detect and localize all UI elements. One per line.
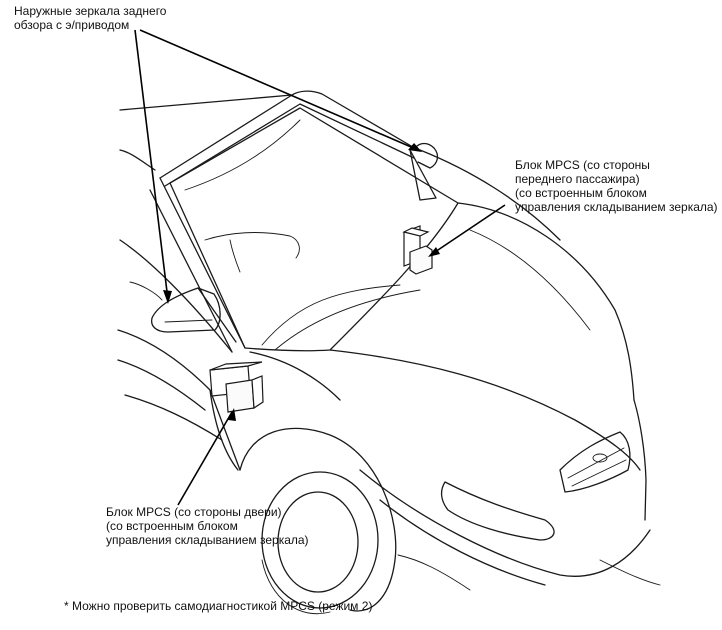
mirrors-label-line-2: обзора с э/приводом — [14, 18, 130, 32]
door-unit-label-line-3: управления складыванием зеркала) — [106, 533, 309, 547]
car-front — [359, 399, 661, 586]
car-hood — [249, 149, 641, 471]
door-mpcs-unit — [209, 361, 264, 413]
mirrors-label: Наружные зеркала заднего обзора с э/прив… — [14, 4, 166, 32]
passenger-unit-label-line-4: управления складыванием зеркала) — [515, 200, 718, 214]
passenger-unit-label-line-2: переднего пассажира) — [515, 172, 640, 186]
passenger-mpcs-unit — [402, 225, 433, 275]
door-unit-label-line-1: Блок MPCS (со стороны двери) — [106, 505, 282, 519]
passenger-unit-label-line-1: Блок MPCS (со стороны — [515, 158, 650, 172]
leader-lines — [134, 29, 506, 506]
car-roof — [119, 90, 419, 187]
right-mirror — [409, 142, 439, 201]
footnote: * Можно проверить самодиагностикой MPCS … — [64, 599, 373, 613]
mirrors-label-line-1: Наружные зеркала заднего — [14, 4, 167, 18]
passenger-unit-label: Блок MPCS (со стороны переднего пассажир… — [515, 158, 718, 214]
door-unit-label: Блок MPCS (со стороны двери) (со встроен… — [106, 505, 309, 547]
left-mirror — [150, 287, 237, 343]
front-wheel — [239, 427, 471, 615]
passenger-unit-label-line-3: (со встроенным блоком — [515, 186, 647, 200]
car-windshield — [169, 107, 459, 352]
door-unit-label-line-2: (со встроенным блоком — [106, 519, 238, 533]
car-side-body — [117, 177, 246, 471]
